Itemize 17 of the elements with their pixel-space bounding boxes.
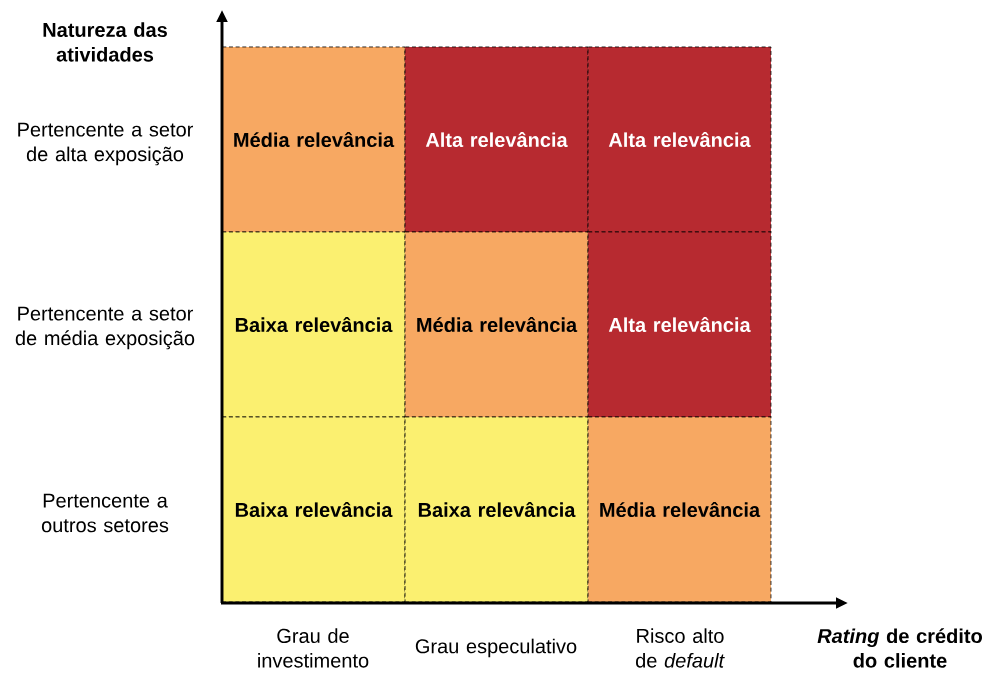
matrix-cell: Média relevância	[404, 231, 589, 418]
axis-label: Pertencente a outros setores	[41, 493, 169, 533]
axis-title: Rating de crédito do cliente	[817, 628, 982, 668]
matrix-cell: Média relevância	[221, 46, 406, 233]
matrix-cell: Alta relevância	[404, 46, 589, 233]
matrix-cell: Alta relevância	[587, 46, 772, 233]
axis-label: Pertencente a setor de alta exposição	[18, 122, 193, 166]
axis-label: Risco alto de default	[636, 628, 725, 668]
axis-label: Pertencente a setor de média exposição	[15, 306, 195, 350]
matrix-cell: Baixa relevância	[221, 416, 406, 603]
matrix-cell: Alta relevância	[587, 231, 772, 418]
axis-label: Grau especulativo	[415, 638, 577, 658]
axis-label: Grau de investimento	[258, 628, 369, 668]
matrix-cell: Baixa relevância	[221, 231, 406, 418]
axis-title: Natureza das atividades	[43, 22, 167, 62]
matrix-cell: Baixa relevância	[404, 416, 589, 603]
matrix-cell: Média relevância	[587, 416, 772, 603]
